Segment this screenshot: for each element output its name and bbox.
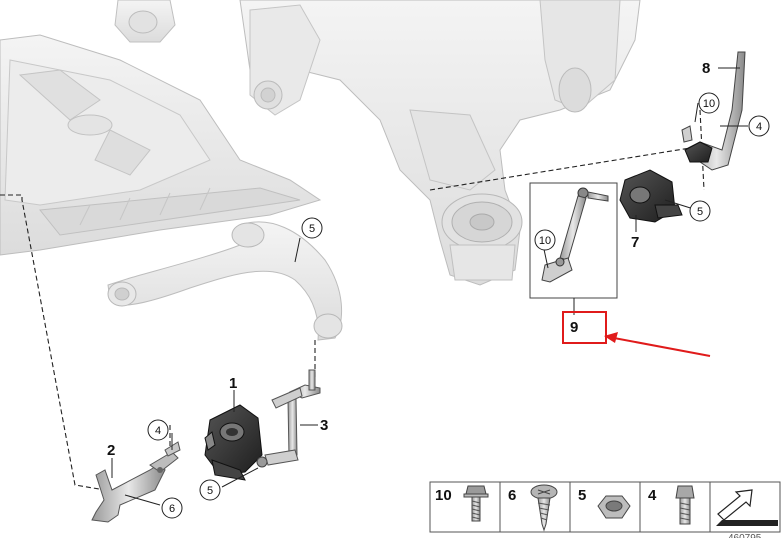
- legend-label-6: 6: [508, 487, 516, 504]
- legend-label-5: 5: [578, 487, 586, 504]
- bolt-with-flange-icon: [463, 485, 489, 522]
- circle-callout-5-left: 5: [199, 479, 221, 501]
- circle-callout-4-left: 4: [147, 419, 169, 441]
- svg-text:10: 10: [703, 98, 715, 110]
- part-ride-height-sensor-left: [204, 404, 263, 481]
- diagram-navigation-arrow-icon: [716, 489, 778, 526]
- circle-callout-6-left: 6: [161, 497, 183, 519]
- diagram-code: 460795: [728, 533, 762, 538]
- circle-callout-10-right: 10: [698, 92, 720, 114]
- highlight-arrow-icon: [604, 332, 711, 357]
- callout-8: 8: [702, 60, 710, 77]
- part-linkage-rod-left: [256, 369, 321, 468]
- circle-callout-4-right: 4: [748, 115, 770, 137]
- svg-text:4: 4: [155, 425, 161, 437]
- callout-9: 9: [570, 319, 578, 336]
- svg-text:5: 5: [697, 206, 703, 218]
- svg-text:6: 6: [169, 503, 175, 515]
- callout-2: 2: [107, 442, 115, 459]
- part-bracket-right: [681, 51, 746, 171]
- hex-bolt-icon: [675, 485, 695, 525]
- svg-text:4: 4: [756, 121, 762, 133]
- circle-callout-5-right: 5: [689, 200, 711, 222]
- callout-3: 3: [320, 417, 328, 434]
- circle-callout-5-arm: 5: [301, 217, 323, 239]
- hex-nut-icon: [597, 495, 631, 519]
- underbody-panel: [0, 34, 322, 256]
- highlight-box: [562, 311, 607, 344]
- part-bracket: [91, 441, 181, 523]
- legend-label-4: 4: [648, 487, 657, 504]
- callout-1: 1: [229, 375, 237, 392]
- fastener-legend: 10 6 5 4: [429, 481, 781, 533]
- svg-text:5: 5: [309, 223, 315, 235]
- callout-7: 7: [631, 234, 639, 251]
- self-tapping-screw-icon: [530, 484, 558, 532]
- rear-subframe: [239, 0, 641, 286]
- svg-text:10: 10: [539, 235, 551, 247]
- svg-text:5: 5: [207, 485, 213, 497]
- part-ride-height-sensor-right: [619, 169, 683, 223]
- upper-mount: [114, 0, 176, 43]
- part-linkage-kit: [541, 187, 609, 283]
- control-arm: [107, 221, 343, 341]
- circle-callout-10-kit: 10: [534, 229, 556, 251]
- legend-label-10: 10: [435, 487, 452, 504]
